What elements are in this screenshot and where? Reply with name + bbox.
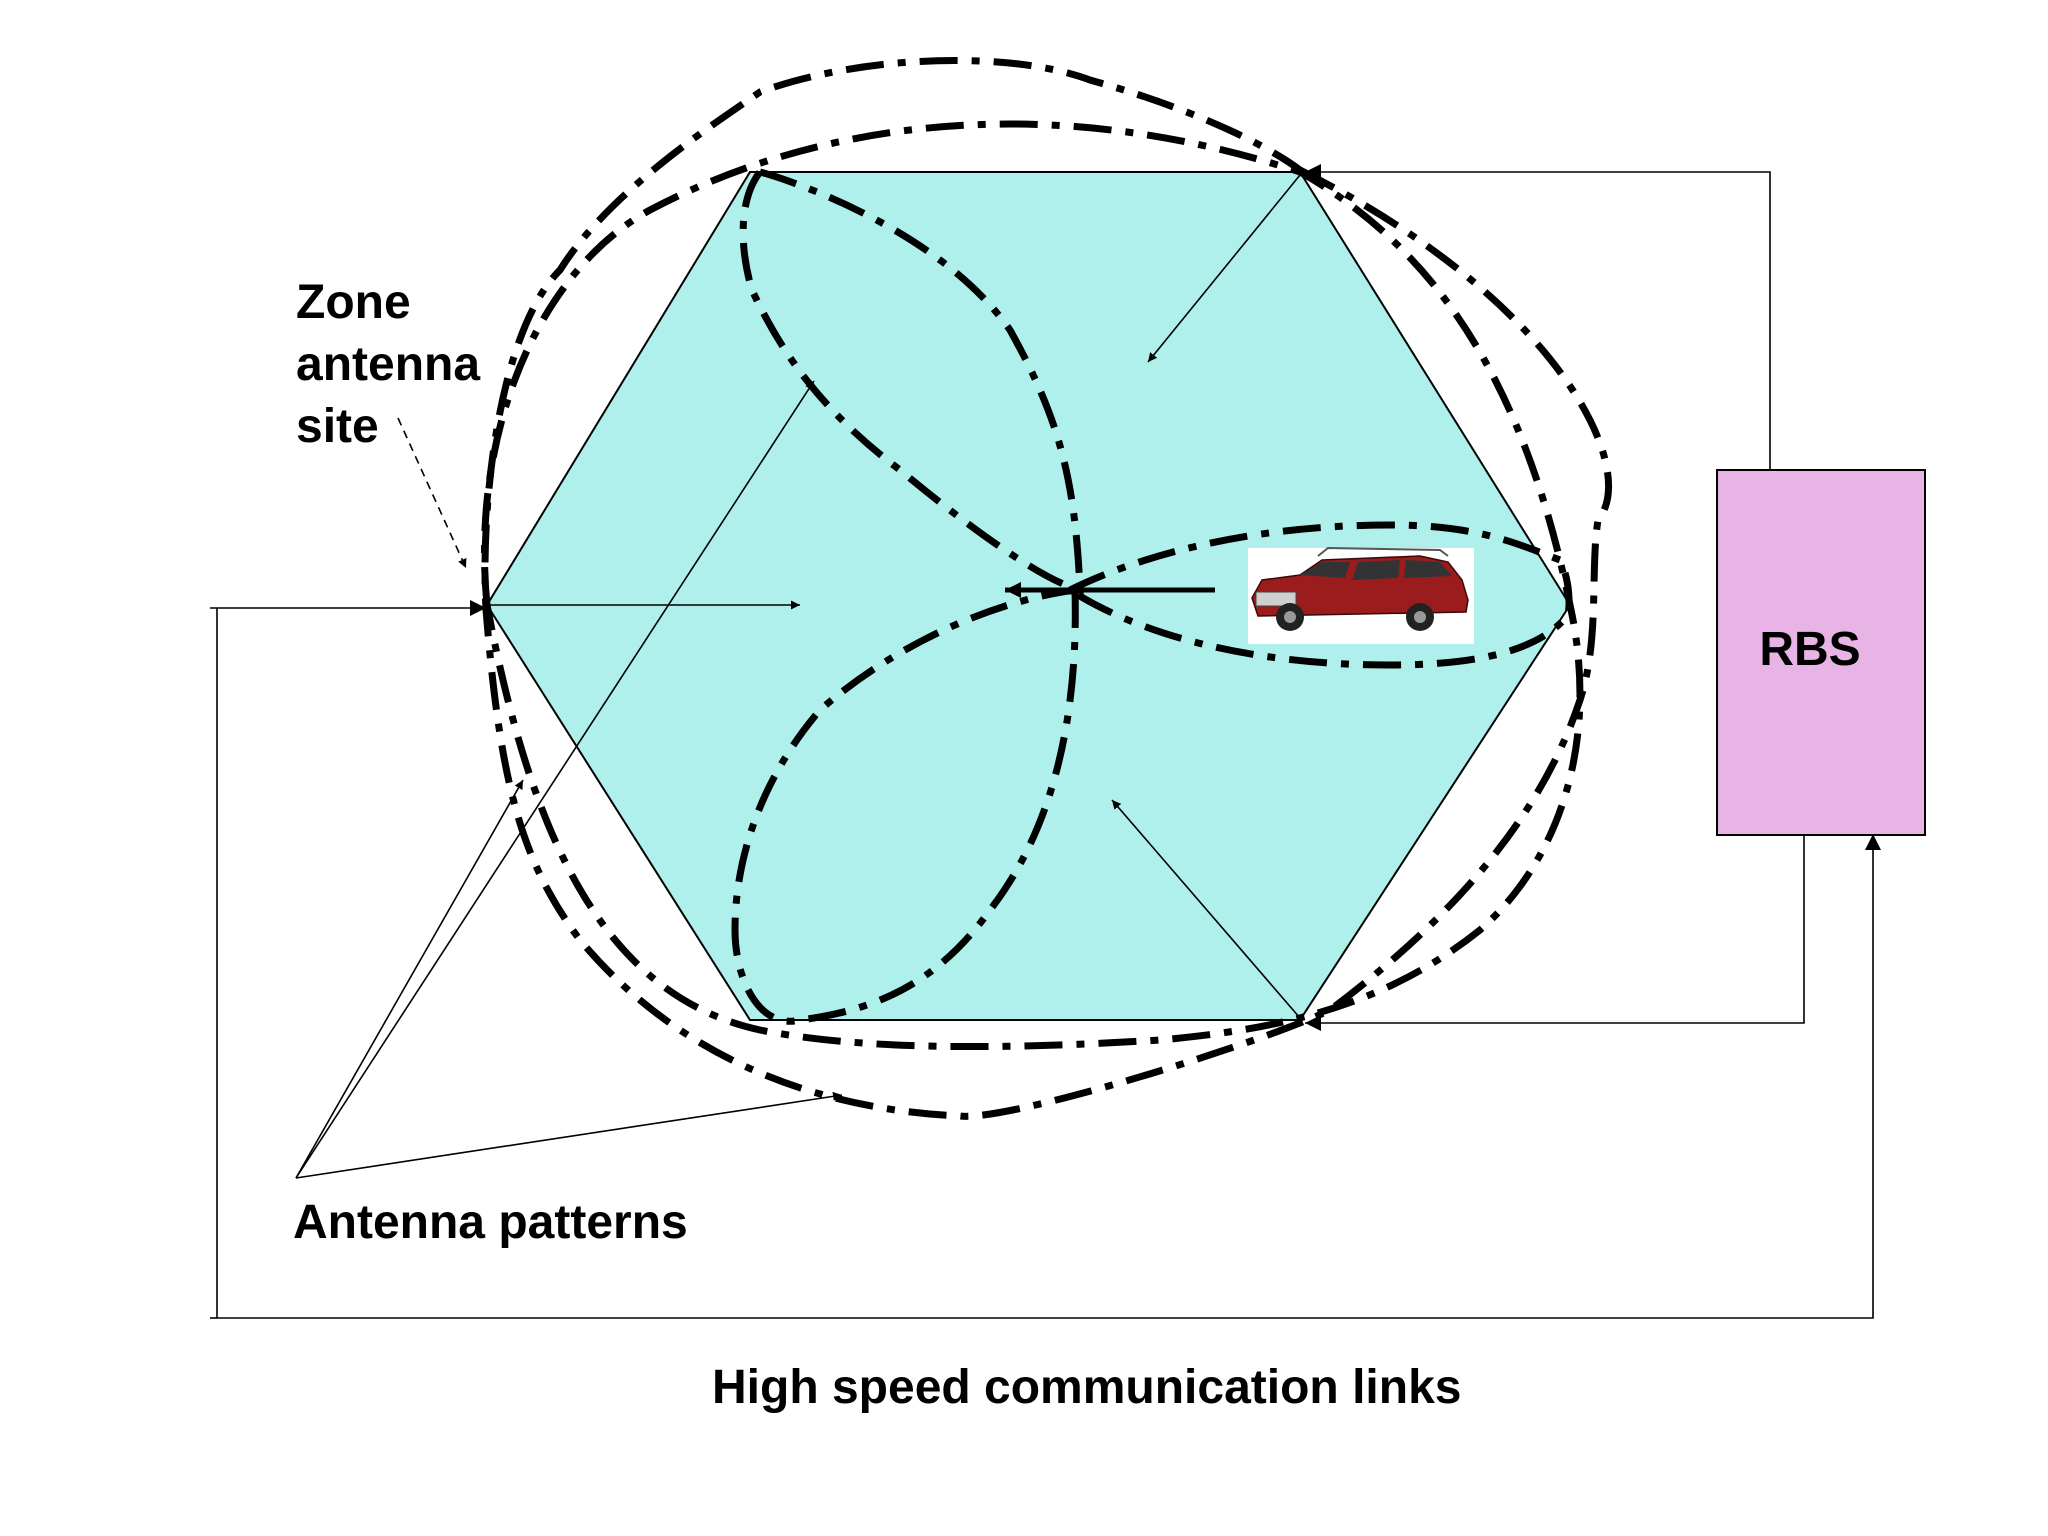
zone-label-line-3: site: [296, 400, 379, 453]
arrow-from-bottom-right-site: [1111, 799, 1301, 1019]
zone-label-line-1: Zone: [296, 276, 411, 329]
car-icon: [1248, 546, 1474, 644]
antenna-pattern-top-right: [481, 56, 1613, 1120]
antenna-pattern-left: [480, 120, 1584, 1051]
antenna-pattern-lower-lobe: [731, 586, 1079, 1025]
site-direction-arrows: [488, 174, 1301, 1019]
antenna-pattern-pointers: [295, 380, 843, 1179]
antenna-patterns-label: Antenna patterns: [293, 1196, 688, 1249]
link-rbs-to-top-right-site: [1305, 164, 1771, 470]
arrow-from-top-right-site: [1147, 174, 1301, 363]
zone-label-line-2: antenna: [296, 338, 481, 391]
high-speed-links: [210, 164, 1881, 1319]
high-speed-links-label: High speed communication links: [712, 1361, 1462, 1414]
antenna-pattern-upper-lobe: [739, 168, 1084, 595]
link-loop-to-rbs: [216, 608, 1881, 1319]
rbs-label: RBS: [1759, 623, 1861, 676]
link-rbs-to-bottom-right-site: [1305, 835, 1805, 1031]
antenna-pattern-right-lobe: [1062, 521, 1573, 669]
zone-antenna-site-label: Zone antenna site: [296, 272, 536, 458]
antenna-patterns: [480, 56, 1613, 1120]
rbs-box: [1716, 469, 1926, 836]
